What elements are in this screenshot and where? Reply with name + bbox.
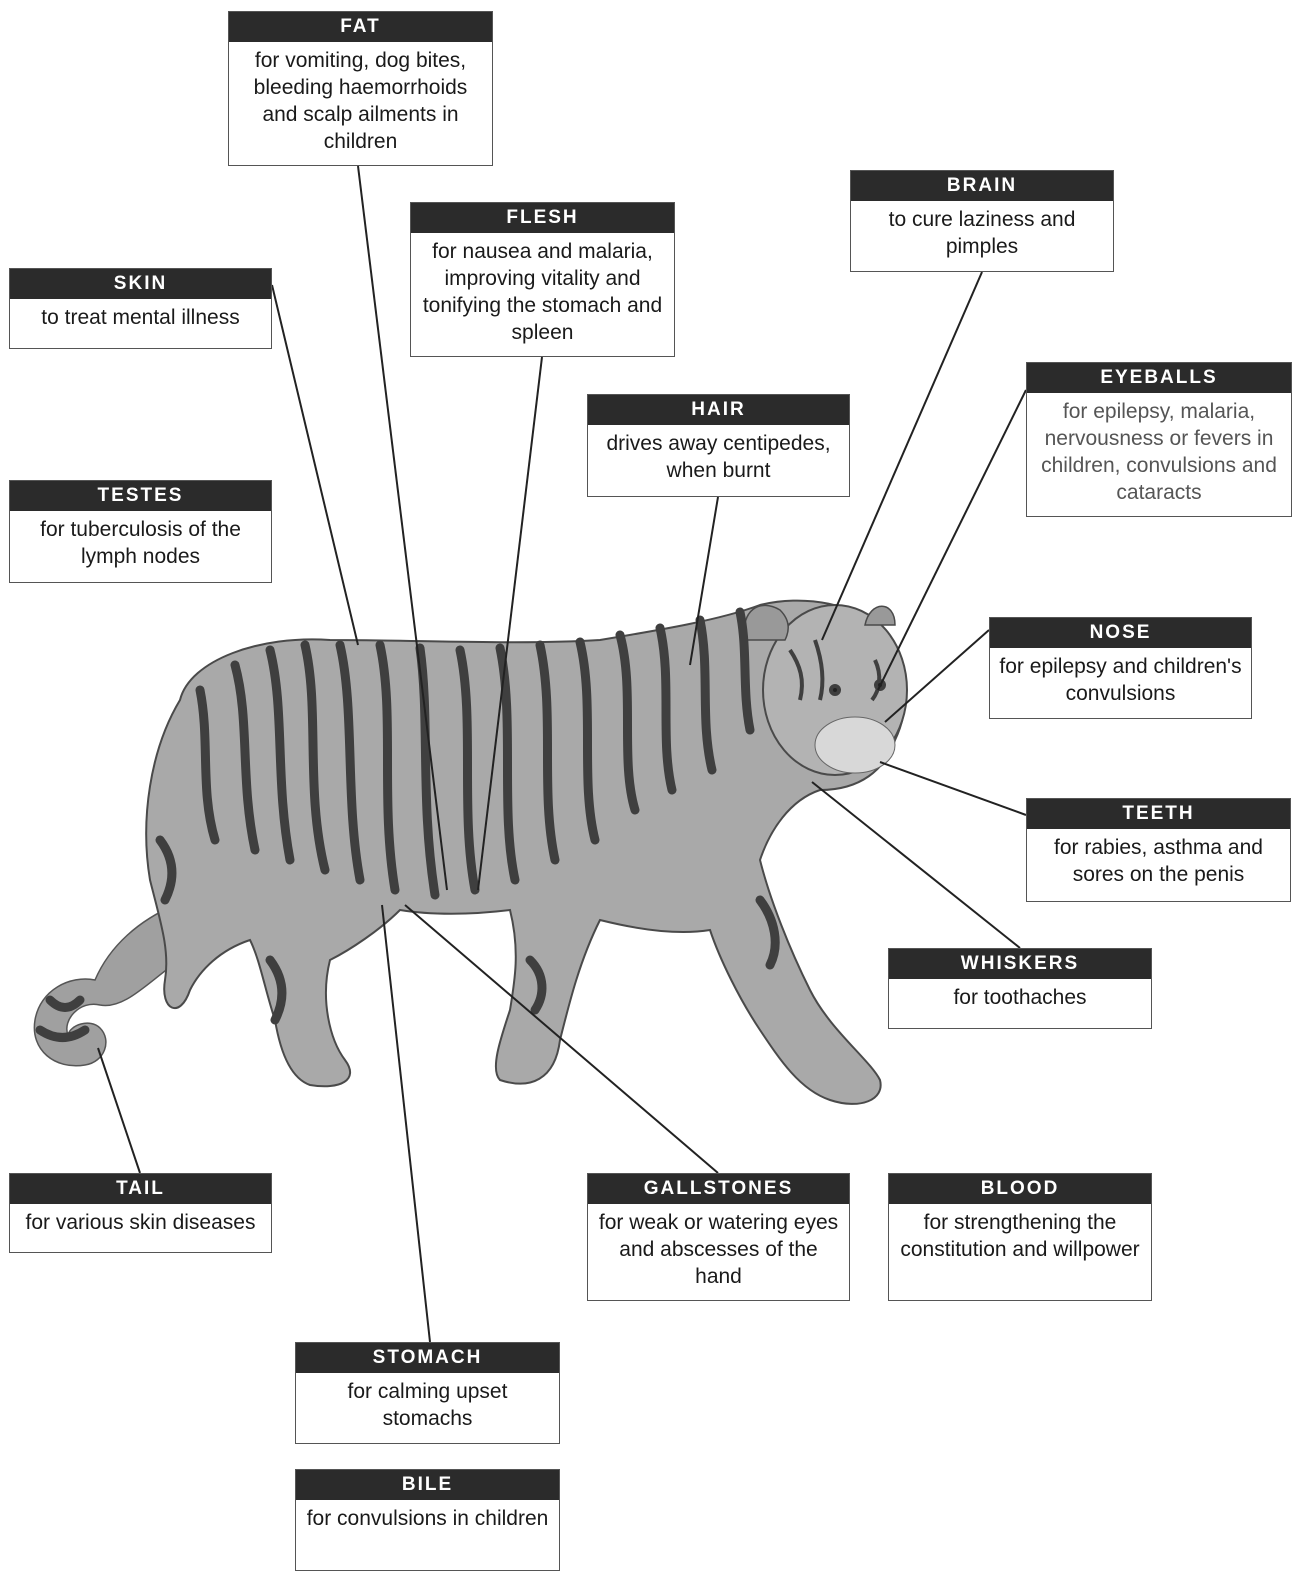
label-hair: HAIR drives away centipedes, when burnt (587, 394, 850, 497)
label-stomach-title: STOMACH (296, 1343, 559, 1373)
label-skin-desc: to treat mental illness (41, 306, 240, 329)
leader-line-teeth (879, 761, 1027, 816)
leader-line-fat (357, 165, 448, 891)
label-flesh-title: FLESH (411, 203, 674, 233)
label-hair-desc: drives away centipedes, when burnt (606, 432, 831, 482)
label-gallstones-title: GALLSTONES (588, 1174, 849, 1204)
tiger-tail (33, 903, 181, 1067)
label-stomach-desc: for calming upset stomachs (347, 1380, 508, 1430)
tiger-ear (864, 605, 896, 626)
label-gallstones: GALLSTONES for weak or watering eyes and… (587, 1173, 850, 1301)
leader-line-gallstones (404, 904, 719, 1174)
label-brain-desc: to cure laziness and pimples (888, 208, 1076, 258)
label-brain-title: BRAIN (851, 171, 1113, 201)
leader-lines (97, 165, 1027, 1343)
label-skin: SKIN to treat mental illness (9, 268, 272, 349)
label-teeth-desc: for rabies, asthma and sores on the peni… (1054, 836, 1263, 886)
label-hair-title: HAIR (588, 395, 849, 425)
label-nose-title: NOSE (990, 618, 1251, 648)
label-blood: BLOOD for strengthening the constitution… (888, 1173, 1152, 1301)
leader-line-skin (271, 284, 359, 646)
label-testes-title: TESTES (10, 481, 271, 511)
leader-line-flesh (477, 356, 543, 891)
tiger-face-marks (788, 639, 886, 702)
tiger-illustration (33, 599, 908, 1105)
label-bile-title: BILE (296, 1470, 559, 1500)
label-gallstones-desc: for weak or watering eyes and abscesses … (598, 1211, 839, 1288)
label-nose-desc: for epilepsy and children's convulsions (999, 655, 1242, 705)
label-tail: TAIL for various skin diseases (9, 1173, 272, 1253)
leader-line-stomach (381, 904, 431, 1343)
label-blood-desc: for strengthening the constitution and w… (900, 1211, 1140, 1261)
label-teeth: TEETH for rabies, asthma and sores on th… (1026, 798, 1291, 902)
label-brain: BRAIN to cure laziness and pimples (850, 170, 1114, 272)
leader-line-hair (689, 496, 719, 666)
label-bile: BILE for convulsions in children (295, 1469, 560, 1571)
label-whiskers-title: WHISKERS (889, 949, 1151, 979)
label-flesh-desc: for nausea and malaria, improving vitali… (422, 240, 663, 344)
label-skin-title: SKIN (10, 269, 271, 299)
label-blood-title: BLOOD (889, 1174, 1151, 1204)
tiger-muzzle (814, 716, 896, 774)
label-fat-desc: for vomiting, dog bites, bleeding haemor… (253, 49, 468, 153)
label-whiskers: WHISKERS for toothaches (888, 948, 1152, 1029)
label-testes-desc: for tuberculosis of the lymph nodes (40, 518, 241, 568)
label-teeth-title: TEETH (1027, 799, 1290, 829)
label-tail-desc: for various skin diseases (25, 1211, 256, 1234)
leader-line-brain (821, 271, 983, 641)
label-eyeballs-title: EYEBALLS (1027, 363, 1291, 393)
label-stomach: STOMACH for calming upset stomachs (295, 1342, 560, 1444)
label-nose: NOSE for epilepsy and children's convuls… (989, 617, 1252, 719)
label-whiskers-desc: for toothaches (953, 986, 1087, 1009)
label-tail-title: TAIL (10, 1174, 271, 1204)
leader-line-eyeballs (877, 389, 1027, 691)
label-bile-desc: for convulsions in children (306, 1507, 549, 1530)
tiger-ear (743, 604, 790, 641)
label-fat: FAT for vomiting, dog bites, bleeding ha… (228, 11, 493, 166)
label-eyeballs-desc: for epilepsy, malaria, nervousness or fe… (1041, 400, 1277, 504)
label-flesh: FLESH for nausea and malaria, improving … (410, 202, 675, 357)
label-testes: TESTES for tuberculosis of the lymph nod… (9, 480, 272, 583)
label-fat-title: FAT (229, 12, 492, 42)
leader-line-whiskers (811, 781, 1021, 949)
label-eyeballs: EYEBALLS for epilepsy, malaria, nervousn… (1026, 362, 1292, 517)
leader-line-tail (97, 1047, 141, 1174)
tiger-stripes (35, 607, 780, 1042)
leader-line-nose (884, 629, 990, 723)
